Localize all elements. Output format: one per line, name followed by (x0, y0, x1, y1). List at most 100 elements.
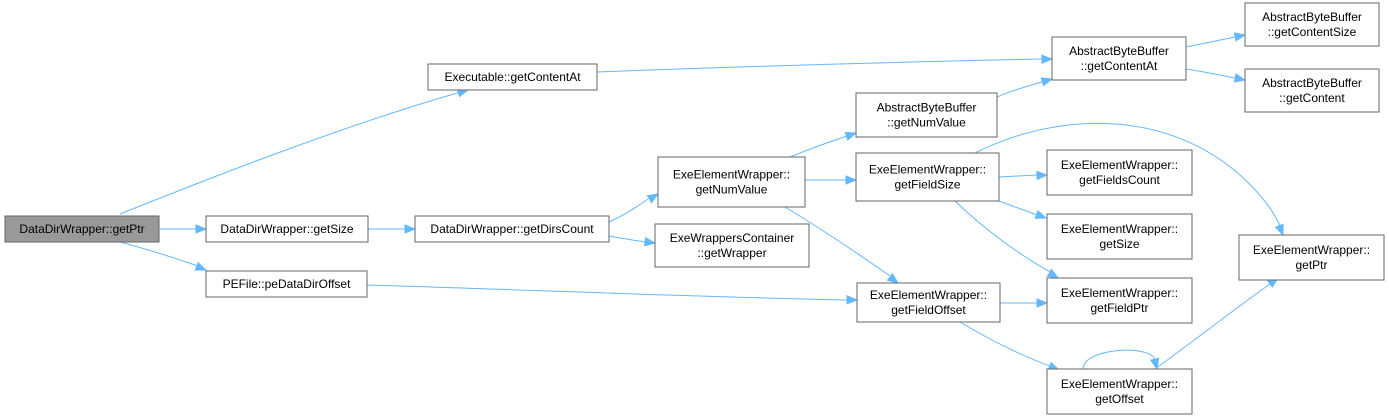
edge-n9-to-n14 (959, 321, 1061, 371)
arrowhead (1036, 170, 1049, 181)
edge-line (119, 241, 199, 267)
edge-line (1082, 349, 1156, 370)
node-label: ExeElementWrapper:: (673, 168, 790, 182)
node-box (1244, 68, 1380, 113)
node-label: getFieldSize (894, 178, 960, 192)
arrowhead (1041, 54, 1054, 64)
edge-n8-to-n17 (974, 122, 1284, 237)
edge-n0-to-n1 (119, 88, 470, 215)
edge-n9-to-n13 (1000, 298, 1049, 308)
node-label: ::getContent (1279, 91, 1345, 105)
arrowhead (194, 261, 208, 271)
node-label: AbstractByteBuffer (877, 101, 977, 115)
node-label: ExeElementWrapper:: (1061, 377, 1178, 391)
node-n6[interactable]: ExeWrappersContainer::getWrapper (654, 223, 810, 268)
edge-n5-to-n8 (805, 175, 858, 185)
node-n8[interactable]: ExeElementWrapper::getFieldSize (855, 152, 1000, 202)
arrowhead (886, 272, 900, 284)
node-n4[interactable]: DataDirWrapper::getDirsCount (414, 215, 610, 243)
node-box (427, 63, 598, 91)
node-n9[interactable]: ExeElementWrapper::getFieldOffset (856, 282, 1001, 323)
node-label: getNumValue (696, 183, 768, 197)
node-n3[interactable]: PEFile::peDataDirOffset (205, 270, 368, 298)
node-label: ExeElementWrapper:: (1061, 222, 1178, 236)
node-n5[interactable]: ExeElementWrapper::getNumValue (657, 156, 806, 208)
node-label: ExeElementWrapper:: (1253, 243, 1370, 257)
edge-n10-to-n15 (1185, 32, 1247, 48)
edge-layer (119, 32, 1284, 371)
node-label: ExeElementWrapper:: (1061, 286, 1178, 300)
edge-n4-to-n5 (608, 193, 660, 223)
arrowhead (646, 193, 660, 204)
edge-n0-to-n2 (159, 224, 208, 234)
node-n15[interactable]: AbstractByteBuffer::getContentSize (1244, 2, 1380, 47)
node-label: ExeElementWrapper:: (869, 163, 986, 177)
node-box (4, 215, 160, 243)
edge-n8-to-n13 (954, 200, 1060, 279)
node-box (654, 223, 810, 268)
node-box (856, 282, 1001, 323)
node-label: AbstractByteBuffer (1262, 76, 1362, 90)
node-n11[interactable]: ExeElementWrapper::getFieldsCount (1046, 149, 1193, 196)
arrowhead (643, 236, 657, 247)
node-box (855, 92, 998, 138)
edge-line (784, 206, 891, 277)
node-n16[interactable]: AbstractByteBuffer::getContent (1244, 68, 1380, 113)
node-label: ExeWrappersContainer (670, 231, 795, 245)
arrowhead (846, 295, 859, 305)
edge-n7-to-n10 (996, 77, 1054, 98)
node-label: PEFile::peDataDirOffset (223, 277, 351, 291)
node-label: getSize (1099, 237, 1139, 251)
edge-line (996, 81, 1043, 98)
node-box (1046, 368, 1193, 415)
node-box (1046, 149, 1193, 196)
edge-n14-to-n14 (1082, 349, 1160, 371)
arrowhead (844, 131, 858, 141)
edge-line (596, 58, 1043, 73)
node-box (1238, 234, 1385, 281)
edge-line (366, 284, 848, 301)
edge-line (1154, 283, 1271, 370)
node-n12[interactable]: ExeElementWrapper::getSize (1046, 213, 1193, 260)
edge-n8-to-n11 (998, 170, 1049, 181)
node-label: getFieldOffset (891, 303, 966, 317)
edge-line (1185, 36, 1236, 48)
edge-n8-to-n12 (998, 200, 1048, 219)
node-label: getFieldPtr (1090, 301, 1148, 315)
node-layer: DataDirWrapper::getPtr Executable::getCon… (4, 2, 1385, 415)
node-n13[interactable]: ExeElementWrapper::getFieldPtr (1046, 277, 1193, 324)
arrowhead (1034, 209, 1048, 219)
node-box (1046, 277, 1193, 324)
node-n7[interactable]: AbstractByteBuffer::getNumValue (855, 92, 998, 138)
node-label: ::getWrapper (697, 246, 766, 260)
arrowhead (1040, 77, 1054, 87)
arrowhead (1149, 357, 1160, 371)
node-label: AbstractByteBuffer (1069, 44, 1169, 58)
node-label: getFieldsCount (1079, 173, 1160, 187)
node-n1[interactable]: Executable::getContentAt (427, 63, 598, 91)
node-label: ExeElementWrapper:: (1061, 158, 1178, 172)
edge-n3-to-n9 (366, 284, 859, 305)
node-label: Executable::getContentAt (444, 70, 581, 84)
edge-n1-to-n10 (596, 54, 1054, 73)
node-label: ::getContentSize (1268, 25, 1357, 39)
node-label: DataDirWrapper::getPtr (19, 222, 144, 236)
node-box (657, 156, 806, 208)
node-label: DataDirWrapper::getDirsCount (430, 222, 594, 236)
arrowhead (1046, 268, 1060, 279)
node-label: ::getContentAt (1081, 59, 1158, 73)
edge-line (119, 89, 469, 215)
node-n2[interactable]: DataDirWrapper::getSize (205, 215, 369, 243)
node-box (1244, 2, 1380, 47)
node-box (855, 152, 1000, 202)
node-n0[interactable]: DataDirWrapper::getPtr (4, 215, 160, 243)
node-n14[interactable]: ExeElementWrapper::getOffset (1046, 368, 1193, 415)
node-box (205, 270, 368, 298)
edge-line (998, 200, 1038, 216)
node-n17[interactable]: ExeElementWrapper::getPtr (1238, 234, 1385, 281)
edge-line (608, 235, 646, 243)
node-n10[interactable]: AbstractByteBuffer::getContentAt (1051, 36, 1187, 81)
node-box (414, 215, 610, 243)
edge-n5-to-n9 (784, 206, 900, 284)
